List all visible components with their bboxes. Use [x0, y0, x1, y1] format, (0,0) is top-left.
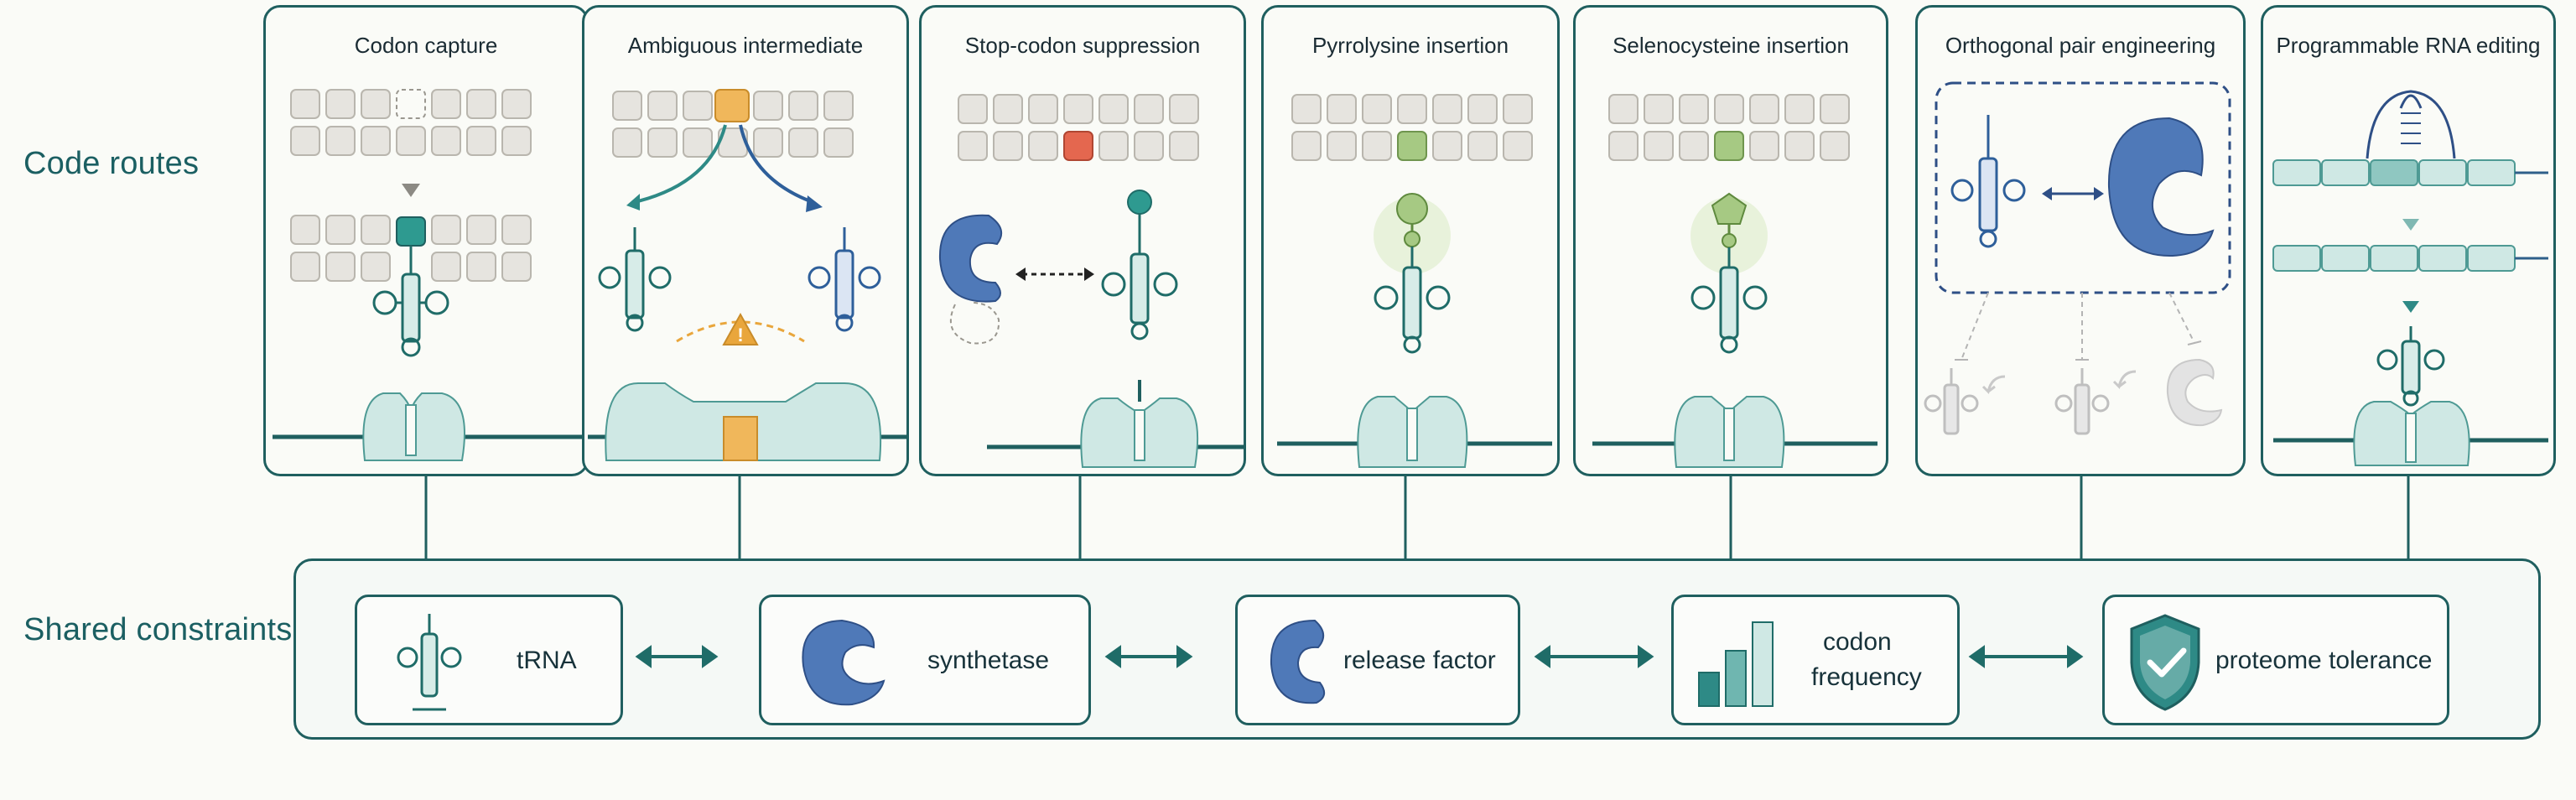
selenocysteine-illustration — [1592, 94, 1877, 468]
constraint-release-factor: release factor — [1235, 595, 1520, 725]
faded-trna-icon — [1924, 368, 1979, 435]
empty-codon-slot — [396, 89, 426, 119]
orthogonal-pair-illustration — [1924, 81, 2231, 435]
panel-title: Pyrrolysine insertion — [1311, 33, 1509, 58]
trna-icon — [2376, 326, 2445, 407]
displaced-factor-outline — [949, 302, 1000, 345]
constraint-label: tRNA — [517, 647, 577, 674]
panel-title: Codon capture — [354, 33, 498, 58]
code-routes-label: Code routes — [23, 146, 200, 181]
pyrrolysine-amino-acid — [1396, 193, 1428, 225]
panel-title: Selenocysteine insertion — [1613, 33, 1849, 58]
ambiguous-site — [723, 416, 758, 461]
shield-check-icon — [2130, 614, 2200, 711]
trna-icon — [1374, 247, 1451, 354]
faded-synthetase-icon — [2166, 358, 2223, 427]
release-factor-icon — [938, 214, 1003, 303]
constraint-label: proteome tolerance — [2215, 647, 2433, 674]
shared-constraints-label: Shared constraints — [23, 612, 293, 647]
stop-codon-illustration — [938, 94, 1244, 468]
panel-selenocysteine-insertion: Selenocysteine insertion — [1573, 5, 1888, 476]
amino-acid — [1127, 190, 1152, 215]
rna-editing-illustration — [2272, 90, 2548, 466]
captured-codon — [396, 216, 426, 247]
release-factor-icon — [1270, 619, 1326, 704]
down-arrow-icon — [402, 167, 420, 197]
orthogonal-synthetase-icon — [2107, 117, 2215, 257]
bar-chart-icon — [1698, 621, 1774, 707]
ambiguous-codon — [714, 89, 750, 122]
left-split-arrow — [634, 124, 727, 204]
pyrrolysine-illustration — [1277, 94, 1552, 468]
panel-stop-codon-suppression: Stop-codon suppression — [919, 5, 1246, 476]
constraint-proteome-tolerance: proteome tolerance — [2102, 595, 2449, 725]
competition-arrow — [676, 320, 805, 343]
inhibition-marks — [1955, 340, 2202, 361]
down-arrow-icon — [2402, 284, 2419, 313]
ambiguous-intermediate-illustration: ! — [588, 89, 908, 461]
stop-codon — [1063, 131, 1093, 161]
panel-title: Orthogonal pair engineering — [1945, 33, 2216, 58]
faded-trna-icon — [2054, 368, 2110, 435]
constraint-label-line2: frequency — [1811, 663, 1922, 691]
panel-title: Ambiguous intermediate — [627, 33, 864, 58]
mrna-strand-after — [2272, 245, 2516, 272]
constraint-synthetase: synthetase — [759, 595, 1091, 725]
panel-pyrrolysine-insertion: Pyrrolysine insertion — [1261, 5, 1560, 476]
panel-title: Stop-codon suppression — [964, 33, 1201, 58]
panel-title: Programmable RNA editing — [2276, 33, 2541, 58]
trna-icon — [397, 614, 462, 711]
trna-icon — [372, 246, 449, 357]
mrna-strand-before — [2272, 159, 2516, 186]
sec-codon — [1714, 131, 1744, 161]
warning-icon — [722, 312, 759, 345]
selenocysteine-amino-acid — [1711, 192, 1748, 225]
constraint-trna: tRNA — [355, 595, 623, 725]
constraint-label: synthetase — [927, 647, 1050, 674]
synthetase-icon — [802, 619, 886, 706]
right-split-arrow — [739, 124, 813, 204]
guide-rna-loop — [2366, 90, 2456, 159]
svg-text:!: ! — [737, 325, 743, 345]
constraint-label-line1: codon — [1823, 628, 1892, 656]
panel-ambiguous-intermediate: Ambiguous intermediate — [582, 5, 909, 476]
orthogonal-trna-icon — [1950, 115, 2026, 248]
panel-orthogonal-pair: Orthogonal pair engineering — [1915, 5, 2246, 476]
panel-programmable-rna-editing: Programmable RNA editing — [2261, 5, 2556, 476]
codon-capture-illustration — [273, 89, 584, 461]
constraint-codon-frequency: codon frequency — [1671, 595, 1960, 725]
pyl-codon — [1397, 131, 1427, 161]
panel-codon-capture: Codon capture — [263, 5, 589, 476]
down-arrow-icon — [2402, 202, 2419, 231]
shared-constraints-box: tRNA synthetase release factor — [293, 558, 2541, 740]
constraint-label: release factor — [1343, 647, 1496, 674]
trna-blue-icon — [808, 227, 881, 332]
trna-icon — [598, 227, 672, 332]
constraint-links — [635, 645, 2084, 668]
trna-icon — [1101, 214, 1178, 340]
trna-icon — [1690, 247, 1768, 354]
